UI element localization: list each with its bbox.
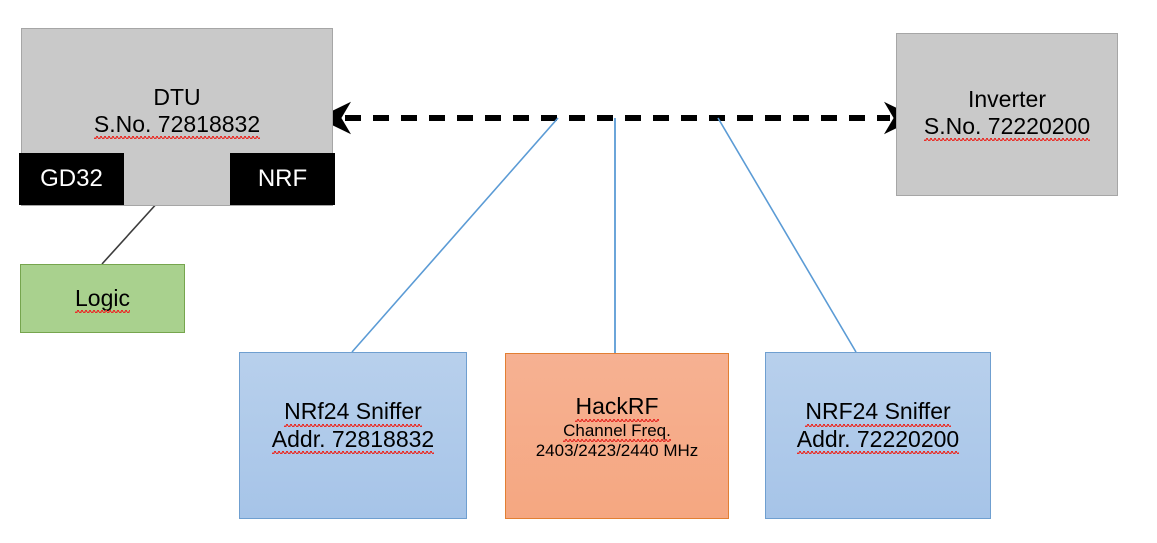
dtu-serial: S.No. 72818832 — [93, 111, 261, 140]
hackrf-node[interactable]: HackRF Channel Freq. 2403/2423/2440 MHz — [505, 353, 729, 519]
gd32-label: GD32 — [40, 165, 103, 192]
inverter-node[interactable]: Inverter S.No. 72220200 — [896, 33, 1118, 196]
sniffer-right-title: NRF24 Sniffer — [805, 398, 951, 427]
dtu-title: DTU — [153, 84, 201, 110]
logic-label: Logic — [75, 284, 130, 314]
nrf24-sniffer-left-node[interactable]: NRf24 Sniffer Addr. 72818832 — [239, 352, 467, 519]
inverter-serial: S.No. 72220200 — [923, 113, 1091, 142]
sniffer-right-addr: Addr. 72220200 — [796, 425, 960, 454]
sniffer-left-title: NRf24 Sniffer — [284, 398, 422, 427]
hackrf-frequency-label: 2403/2423/2440 MHz — [535, 440, 699, 460]
logic-analyzer-node[interactable]: Logic — [20, 264, 185, 333]
hackrf-title: HackRF — [575, 393, 659, 422]
nrf-label: NRF — [257, 165, 308, 192]
dtu-serial-text: S.No. 72818832 — [93, 111, 261, 140]
inverter-serial-text: S.No. 72220200 — [923, 113, 1091, 142]
tap-right-line — [717, 117, 857, 353]
inverter-title: Inverter — [968, 86, 1046, 112]
nrf-chip[interactable]: NRF — [230, 153, 335, 205]
nrf24-sniffer-right-node[interactable]: NRF24 Sniffer Addr. 72220200 — [765, 352, 991, 519]
hackrf-channel-label: Channel Freq. — [563, 420, 671, 443]
tap-left-line — [351, 117, 559, 353]
gd32-chip[interactable]: GD32 — [19, 153, 124, 205]
sniffer-left-addr: Addr. 72818832 — [271, 425, 435, 454]
